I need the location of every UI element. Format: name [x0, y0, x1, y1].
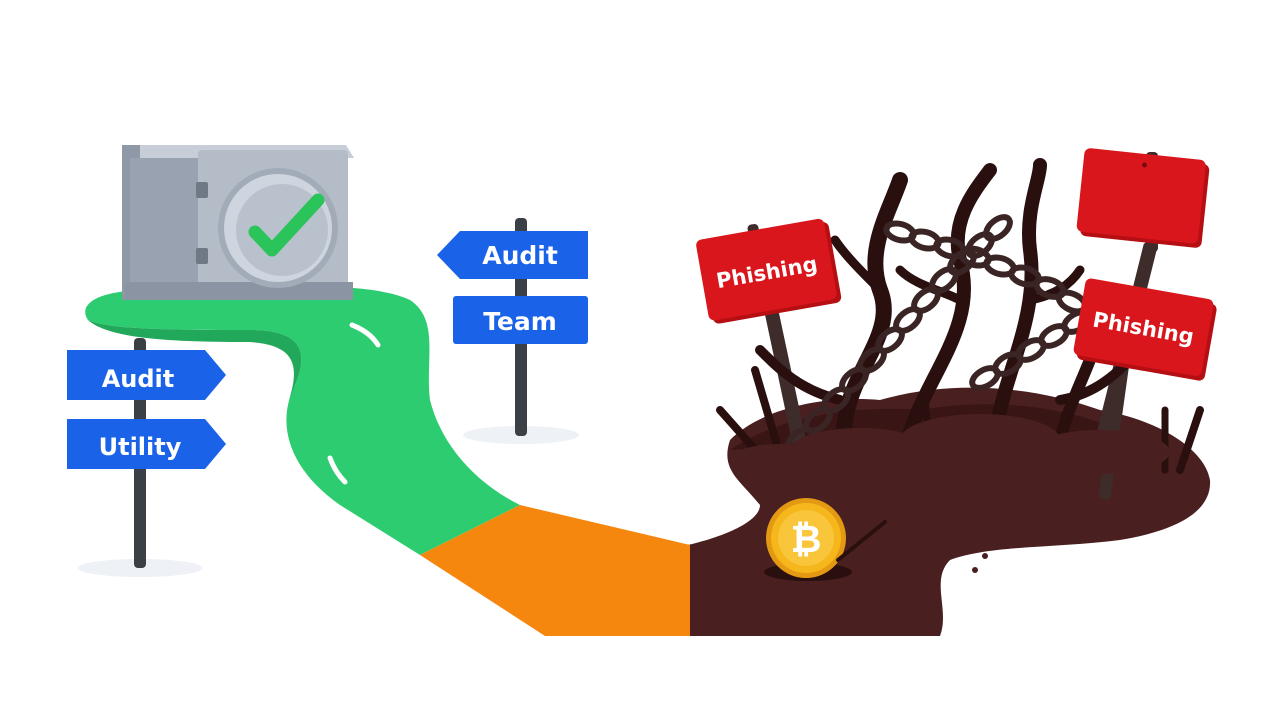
- red-sign-blank: [1076, 148, 1210, 248]
- safe-path: [85, 285, 520, 555]
- red-sign-phishing-left: Phishing: [696, 218, 842, 324]
- coin-symbol: ₿: [791, 517, 822, 561]
- vault-safe-icon: [122, 145, 354, 300]
- sign-label: Audit: [482, 241, 558, 270]
- caution-path: [420, 505, 690, 636]
- sign-label: Audit: [102, 365, 175, 393]
- sign-team: Team: [453, 296, 588, 344]
- bitcoin-coin-icon: ₿: [764, 498, 887, 581]
- sign-audit-middle: Audit: [437, 231, 588, 279]
- left-signpost: Audit Utility: [67, 338, 226, 568]
- broken-chain-icon: [785, 214, 1093, 454]
- sign-label: Utility: [99, 433, 182, 461]
- safe-path-edge: [88, 320, 302, 400]
- mud-mounds: [730, 414, 1170, 476]
- red-sign-phishing-right: Phishing: [1073, 278, 1217, 381]
- sign-audit-left: Audit: [67, 350, 226, 400]
- road: [85, 285, 690, 636]
- road-dashes: [327, 322, 381, 485]
- middle-signpost: Audit Team: [437, 218, 588, 436]
- sign-label: Team: [483, 307, 557, 336]
- checkmark-icon: [248, 193, 325, 257]
- sign-utility: Utility: [67, 419, 226, 469]
